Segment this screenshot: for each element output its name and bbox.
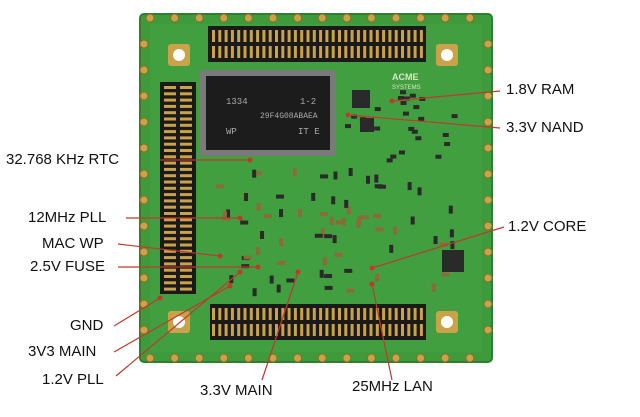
label-3v3-nand: 3.3V NAND: [506, 119, 584, 136]
chip-marking-line4: WP: [226, 127, 237, 137]
chip-marking-line3: 29F4G08ABAEA: [260, 112, 318, 121]
connector-bottom: [210, 304, 426, 340]
test-point-markers: [157, 98, 395, 301]
label-2v5-fuse: 2.5V FUSE: [30, 258, 106, 275]
label-rtc: 32.768 KHz RTC: [6, 151, 120, 168]
connector-left: [160, 82, 196, 294]
chip-marking-line5: IT E: [298, 127, 320, 137]
label-1v2-core: 1.2V CORE: [508, 218, 587, 235]
chip-marking-line2: 1-2: [300, 97, 316, 107]
label-gnd: GND: [70, 317, 104, 334]
brand-mark-acme: ACME: [392, 72, 419, 82]
smd-components: [216, 90, 464, 297]
label-3v3-main-bottom: 3.3V MAIN: [200, 382, 273, 399]
chip-marking-line1: 1334: [226, 97, 248, 107]
connector-top: [208, 26, 426, 62]
edge-pads: [139, 13, 493, 363]
label-1v2-pll: 1.2V PLL: [42, 371, 104, 388]
nand-flash-chip: 1334 1-2 29F4G08ABAEA WP IT E: [200, 70, 336, 156]
mounting-holes: [168, 44, 458, 333]
leader-lines: [113, 90, 505, 381]
label-3v3-main-left: 3V3 MAIN: [28, 343, 97, 360]
brand-mark-systems: SYSTEMS: [392, 85, 421, 91]
label-12mhz-pll: 12MHz PLL: [28, 209, 107, 226]
label-25mhz-lan: 25MHz LAN: [352, 378, 433, 395]
label-mac-wp: MAC WP: [42, 235, 104, 252]
label-1v8-ram: 1.8V RAM: [506, 81, 575, 98]
